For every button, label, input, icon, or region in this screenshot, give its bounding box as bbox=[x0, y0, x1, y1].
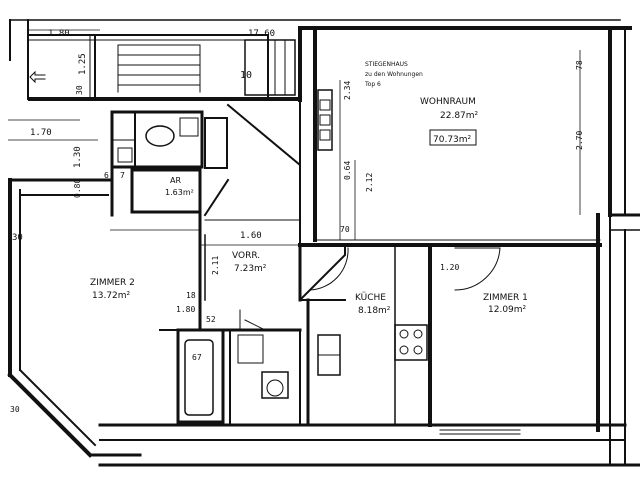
dim-30b: 30 bbox=[12, 233, 23, 243]
room-area-zimmer1: 12.09m² bbox=[488, 305, 527, 315]
room-name-vorr: VORR. bbox=[232, 251, 260, 261]
dim-30c: 30 bbox=[10, 405, 20, 414]
room-name-wohnraum: WOHNRAUM bbox=[420, 97, 476, 107]
dim-7: 7 bbox=[120, 171, 125, 180]
dim-78: 78 bbox=[575, 60, 584, 70]
room-name-kueche: KÜCHE bbox=[355, 292, 386, 303]
room-area-box bbox=[429, 129, 477, 146]
dim-120: 1.20 bbox=[440, 263, 459, 272]
dim-170: 1.70 bbox=[30, 128, 52, 138]
room-area-kueche: 8.18m² bbox=[358, 306, 391, 316]
dimension-texts: 1.80 1.25 30 1.70 1.30 0.80 6 7 30 17.60… bbox=[10, 29, 584, 414]
room-name-zimmer1: ZIMMER 1 bbox=[483, 293, 528, 303]
dim-212: 2.12 bbox=[365, 173, 374, 192]
walls bbox=[7, 19, 640, 467]
dim-18b: 1.80 bbox=[176, 305, 195, 314]
dim-1760: 17.60 bbox=[248, 29, 275, 39]
dim-18: 18 bbox=[186, 291, 196, 300]
dim-064: 0.64 bbox=[343, 161, 352, 180]
dimension-lines bbox=[8, 29, 581, 246]
dim-125: 1.25 bbox=[78, 53, 88, 75]
room-name-ar: AR bbox=[170, 176, 181, 185]
wohnraum-note-1: STIEGENHAUS bbox=[365, 61, 408, 68]
room-area-wohnraum-total: 70.73m² bbox=[433, 135, 472, 145]
room-area-vorr: 7.23m² bbox=[234, 264, 267, 274]
dim-10: 10 bbox=[240, 70, 252, 81]
dim-180: 1.80 bbox=[48, 29, 70, 39]
dim-234: 2.34 bbox=[343, 81, 352, 100]
room-labels: WOHNRAUM 22.87m² 70.73m² ZIMMER 2 13.72m… bbox=[90, 61, 528, 316]
dim-67: 67 bbox=[192, 353, 202, 362]
dim-160: 1.60 bbox=[240, 231, 262, 241]
room-name-zimmer2: ZIMMER 2 bbox=[90, 278, 135, 288]
dim-130: 1.30 bbox=[73, 146, 83, 168]
dim-52: 52 bbox=[206, 315, 216, 324]
dim-30a: 30 bbox=[75, 85, 84, 95]
room-area-ar: 1.63m² bbox=[165, 188, 194, 197]
dim-211: 2.11 bbox=[211, 256, 220, 275]
wohnraum-note-3: Top 6 bbox=[364, 81, 381, 88]
room-area-wohnraum: 22.87m² bbox=[440, 111, 479, 121]
dim-080: 0.80 bbox=[73, 179, 82, 198]
dim-70: 70 bbox=[340, 225, 350, 234]
dim-6: 6 bbox=[104, 171, 109, 180]
room-area-zimmer2: 13.72m² bbox=[92, 291, 131, 301]
wohnraum-note-2: zu den Wohnungen bbox=[365, 71, 423, 78]
dim-270: 2.70 bbox=[575, 131, 584, 150]
